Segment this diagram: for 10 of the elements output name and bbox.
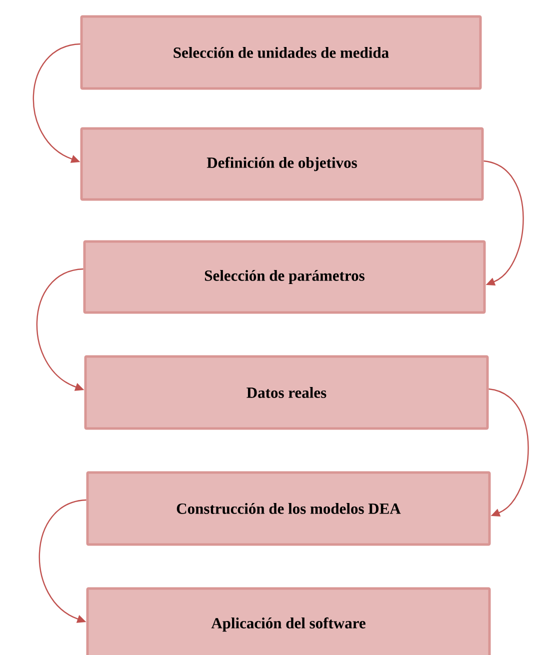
process-box: Datos reales — [84, 355, 489, 430]
arrow — [488, 388, 529, 517]
process-box: Definición de objetivos — [80, 127, 484, 201]
arrow — [484, 160, 524, 286]
process-box: Selección de unidades de medida — [80, 15, 482, 90]
process-box: Selección de parámetros — [83, 240, 486, 314]
arrow — [32, 43, 80, 163]
process-box: Aplicación del software — [86, 587, 491, 655]
arrow — [38, 499, 86, 623]
process-box: Construcción de los modelos DEA — [86, 471, 491, 546]
